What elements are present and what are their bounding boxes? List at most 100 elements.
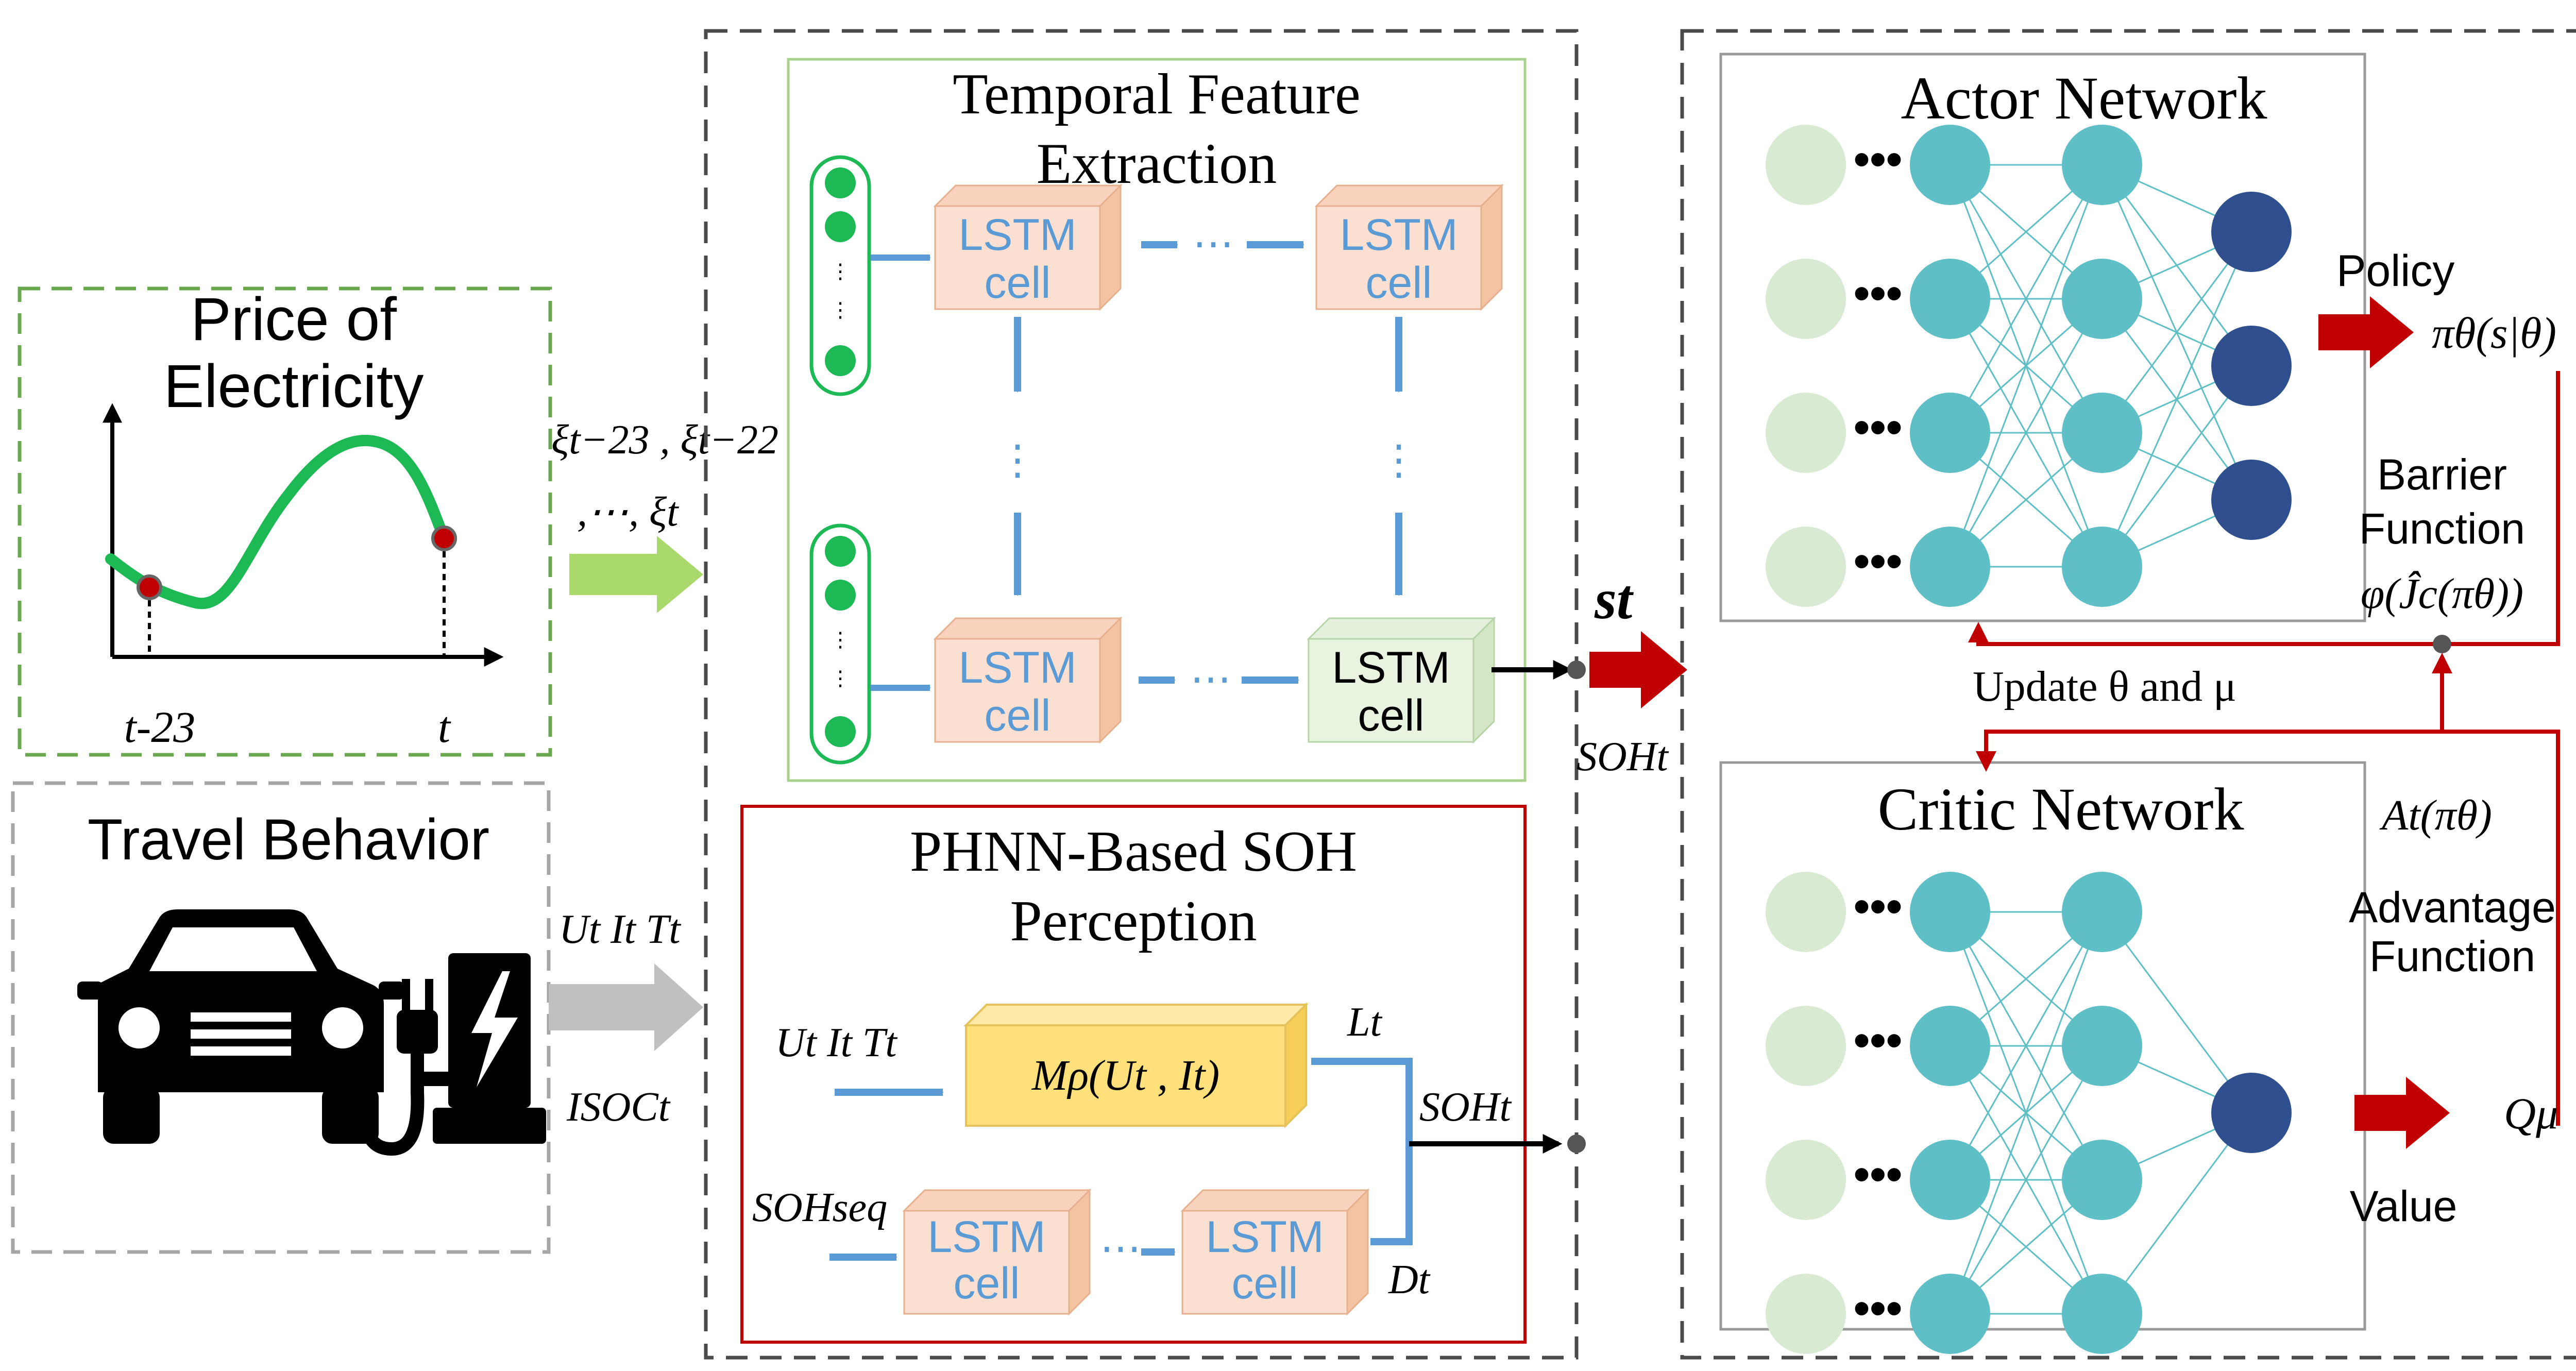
value-arrow (2354, 1077, 2450, 1149)
model-label: Mρ(Ut , It) (1031, 1052, 1220, 1099)
phnn-panel-border (740, 805, 1527, 1344)
price-title-line2: Electricity (164, 352, 424, 420)
hidden-node (1910, 1274, 1990, 1354)
phnn-dots: ⋯ (1100, 1225, 1141, 1271)
D-connector (1370, 1144, 1413, 1245)
state-output: st SOHt (1577, 568, 1687, 780)
feature-module-border (704, 29, 1579, 1360)
hidden-node (1910, 393, 1990, 473)
network-edge (2101, 231, 2252, 567)
travel-inputs-line1: Ut It Tt (559, 907, 681, 952)
svg-text:cell: cell (1358, 691, 1424, 740)
top-row-dots: ⋯ (1193, 221, 1234, 266)
price-panel: Price of Electricity t-23 t (18, 285, 552, 757)
lstm-cell-bottom-left: LSTM cell (934, 617, 1122, 743)
hidden-node (1910, 527, 1990, 607)
input-node (1766, 259, 1846, 339)
state-soh-label: SOHt (1577, 734, 1669, 780)
price-x-end-label: t (438, 702, 451, 752)
network-edge (2101, 365, 2252, 567)
xi-line2: ,⋯, ξt (577, 489, 679, 535)
phnn-lstm-cell-2: LSTM cell (1181, 1189, 1369, 1315)
network-edge (1949, 298, 2103, 567)
hidden-node (2062, 1006, 2142, 1086)
svg-text:⋮: ⋮ (830, 299, 851, 321)
ellipsis: ••• (1854, 1283, 1903, 1334)
update-label: Update θ and μ (1973, 663, 2236, 710)
update-critic-line (1976, 730, 2560, 1126)
price-panel-border (18, 286, 552, 757)
network-edge (1949, 1045, 2103, 1314)
value-label: Value (2350, 1182, 2458, 1230)
L-connector (1311, 1058, 1413, 1144)
svg-text:LSTM: LSTM (1206, 1212, 1324, 1262)
ellipsis: ••• (1854, 402, 1903, 453)
input-node (1766, 393, 1846, 473)
xi-inputs: ξt−23 , ξt−22 ,⋯, ξt (551, 417, 778, 613)
network-edge (1949, 911, 2103, 1180)
critic-panel: Critic Network ••• ••• ••• ••• (1719, 761, 2366, 1354)
output-node (2211, 192, 2292, 272)
output-node (2211, 326, 2292, 406)
actor-title: Actor Network (1901, 64, 2267, 132)
temporal-title-line1: Temporal Feature (953, 62, 1360, 126)
ellipsis: ••• (1854, 1149, 1903, 1200)
input-node (1766, 872, 1846, 952)
lstm-cell-top-right: LSTM cell (1315, 184, 1503, 310)
critic-title: Critic Network (1877, 775, 2244, 843)
svg-text:cell: cell (1231, 1259, 1298, 1308)
barrier-formula: φ(Ĵc(πθ)) (2361, 570, 2523, 618)
temporal-output-node (1567, 661, 1586, 679)
model-block: Mρ(Ut , It) (963, 1002, 1309, 1128)
lstm-cell-top-left: LSTM cell (934, 184, 1122, 310)
lstm-cell-output: LSTM cell (1308, 617, 1495, 743)
ellipsis: ••• (1854, 268, 1903, 319)
network-edge (2101, 1112, 2252, 1314)
critic-panel-border (1719, 761, 2366, 1331)
right-col-dots: ⋮ (1378, 437, 1419, 483)
ellipsis: ••• (1854, 1015, 1903, 1067)
svg-text:LSTM: LSTM (958, 210, 1076, 260)
actor-panel: Actor Network •••••••••••• (1719, 53, 2366, 622)
svg-text:cell: cell (984, 691, 1050, 740)
policy-arrow (2318, 296, 2414, 368)
svg-text:⋮: ⋮ (830, 629, 851, 651)
ellipsis: ••• (1854, 881, 1903, 933)
travel-panel: Travel Behavior Ut It Tt (11, 781, 703, 1254)
ellipsis: ••• (1854, 134, 1903, 185)
svg-text:LSTM: LSTM (927, 1212, 1045, 1262)
barrier-function: Barrier Function φ(Ĵc(πθ)) (2359, 450, 2525, 618)
svg-text:⋮: ⋮ (830, 667, 851, 690)
svg-text:cell: cell (984, 258, 1050, 308)
hidden-node (2062, 259, 2142, 339)
svg-text:⋮: ⋮ (830, 260, 851, 283)
output-node (2211, 460, 2292, 540)
hidden-node (1910, 259, 1990, 339)
phnn-lstm-cell-1: LSTM cell (903, 1189, 1091, 1315)
input-vector-top: ⋮ ⋮ (809, 155, 871, 396)
hidden-node (2062, 872, 2142, 952)
phnn-output-node (1567, 1135, 1586, 1153)
policy-label: Policy (2336, 246, 2454, 296)
network-edge (2101, 911, 2252, 1113)
phnn-title-line2: Perception (1010, 889, 1257, 953)
q-symbol: Qμ (2504, 1089, 2558, 1138)
hidden-node (2062, 1274, 2142, 1354)
input-vector-bottom: ⋮ ⋮ (809, 523, 871, 765)
critic-nodes: ••• ••• ••• ••• (1766, 872, 2292, 1354)
phnn-panel: PHNN-Based SOH Perception Ut It Tt Mρ(Ut… (740, 805, 1586, 1344)
travel-arrow (549, 963, 703, 1051)
price-curve (105, 434, 449, 610)
input-node (1766, 125, 1846, 205)
update-actor-line (1968, 371, 2560, 646)
actor-edges (1949, 164, 2252, 568)
phnn-inputs: Ut It Tt (775, 1020, 897, 1065)
svg-text:LSTM: LSTM (958, 643, 1076, 692)
svg-text:LSTM: LSTM (1332, 643, 1450, 692)
network-edge (1949, 164, 2103, 567)
phnn-D-label: Dt (1388, 1257, 1431, 1302)
price-title-line1: Price of (191, 285, 397, 353)
network-edge (1949, 911, 2103, 1314)
hidden-node (2062, 527, 2142, 607)
